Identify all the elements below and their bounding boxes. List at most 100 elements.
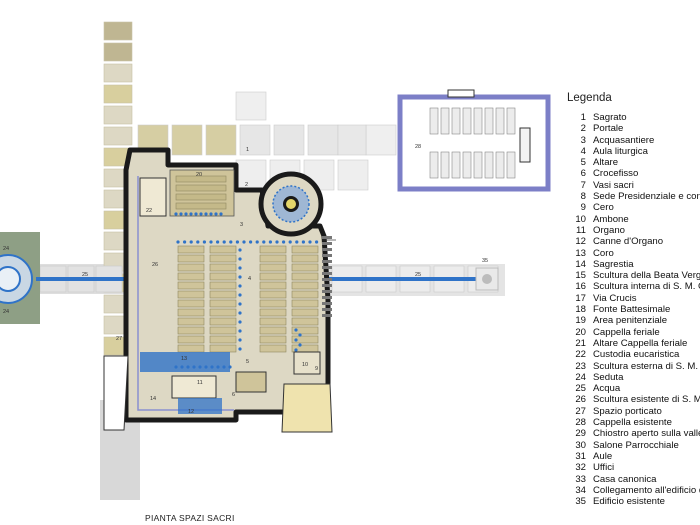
pew [177, 290, 205, 299]
legend-item-label: Ambone [593, 213, 629, 225]
legend-item-number: 4 [580, 145, 586, 157]
seat-dot [268, 240, 272, 244]
seat-dot [204, 212, 208, 216]
seat-dot [315, 240, 319, 244]
legend-item-number: 6 [580, 168, 586, 180]
stair-step [322, 302, 332, 305]
seat-dot [219, 212, 223, 216]
legend-item-label: Sagrestia [593, 258, 634, 270]
stair-step [322, 296, 332, 299]
pew [209, 344, 237, 353]
pew [259, 290, 287, 299]
pew [259, 335, 287, 344]
legend-item-label: Sagrato [593, 112, 627, 123]
chapel-pew [440, 107, 450, 135]
pew [175, 175, 227, 183]
legend-item-number: 12 [575, 236, 586, 248]
plan-caption: PIANTA SPAZI SACRI [145, 513, 235, 523]
seat-dot [275, 240, 279, 244]
legend-item-number: 20 [575, 326, 586, 338]
legend-item-number: 7 [580, 179, 586, 191]
legend-item-number: 3 [580, 134, 586, 146]
stair-step [322, 266, 332, 269]
fountain-west [0, 254, 33, 304]
label-35: 35 [482, 258, 488, 264]
paving-tile [103, 105, 133, 125]
seat-dot [255, 240, 259, 244]
chapel-pew [495, 107, 505, 135]
label-24a: 24 [3, 246, 9, 252]
paving-tile [103, 84, 133, 104]
legend-item-number: 27 [575, 405, 586, 417]
legend-item-label: Cappella esistente [593, 417, 672, 429]
legend-item-label: Canne d'Organo [593, 236, 664, 248]
label-12: 12 [188, 409, 194, 415]
pew [209, 317, 237, 326]
seat-dot [301, 240, 305, 244]
pew [177, 281, 205, 290]
pew [291, 254, 319, 263]
stair-strip [322, 236, 332, 317]
paving-tile [273, 124, 305, 156]
seat-dot [216, 240, 220, 244]
pew [209, 299, 237, 308]
seat-dot [238, 257, 242, 261]
legend-item-label: Cero [593, 202, 614, 214]
seat-dot [238, 293, 242, 297]
pew [209, 335, 237, 344]
legend-item-label: Aula liturgica [593, 145, 648, 157]
legend-item-number: 22 [575, 349, 586, 361]
pew [259, 281, 287, 290]
stair-step [322, 242, 332, 245]
label-27: 27 [116, 336, 122, 342]
legend-item-label: Portale [593, 123, 624, 135]
legend-item-label: Crocefisso [593, 168, 639, 180]
chapel-pew [484, 151, 494, 179]
label-20: 20 [196, 172, 202, 178]
chapel-pew [506, 107, 516, 135]
baptistery-tower [258, 171, 324, 237]
legend-item-label: Fonte Battesimale [593, 304, 671, 316]
label-22: 22 [146, 208, 152, 214]
chapel-pew [451, 107, 461, 135]
water-channel-west [36, 277, 136, 281]
legend-item: 20 Cappella feriale [566, 327, 700, 338]
pew [259, 245, 287, 254]
paving-tile [365, 124, 397, 156]
water-channel-east [320, 277, 490, 281]
pew [209, 245, 237, 254]
stair-step [322, 308, 332, 311]
pew [209, 272, 237, 281]
pew [209, 290, 237, 299]
legend-item-label: Scultura della Beata Vergin [593, 270, 700, 282]
legend-item-number: 35 [575, 496, 586, 508]
legend-item-number: 16 [575, 281, 586, 293]
legend-item-label: Salone Parrocchiale [593, 439, 679, 451]
legend-item-label: Cappella feriale [593, 326, 660, 338]
seat-dot [295, 240, 299, 244]
seat-dot [202, 240, 206, 244]
pew [259, 326, 287, 335]
seat-dot [282, 240, 286, 244]
legend-item-label: Custodia eucaristica [593, 349, 680, 361]
pew [291, 326, 319, 335]
pew [177, 299, 205, 308]
